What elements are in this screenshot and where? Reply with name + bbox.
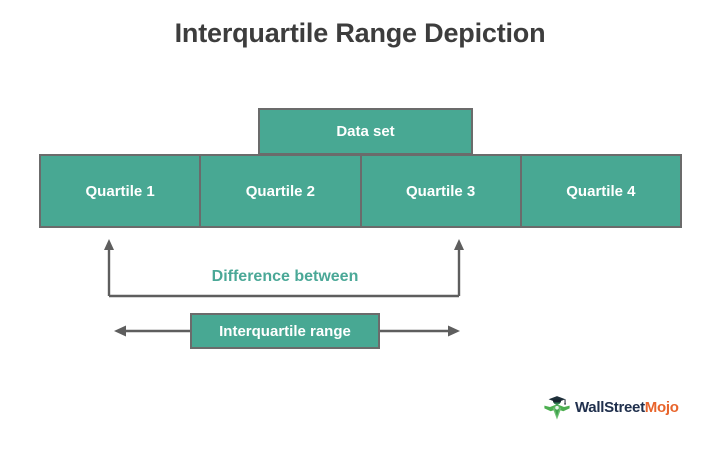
logo-brand-second: Mojo	[644, 398, 679, 416]
wallstreetmojo-logo: WallStreetMojo	[543, 393, 679, 421]
bracket-arrowhead-left-icon	[104, 239, 114, 250]
quartile-4-box: Quartile 4	[519, 154, 682, 228]
bracket-arrowhead-right-icon	[454, 239, 464, 250]
arrow-left-icon	[114, 325, 192, 337]
difference-bracket	[100, 236, 470, 300]
iqr-arrow-right	[378, 320, 460, 342]
data-set-box: Data set	[258, 108, 473, 155]
logo-wordmark: WallStreetMojo	[575, 399, 679, 416]
arrow-right-icon	[380, 325, 460, 337]
page-title: Interquartile Range Depiction	[174, 18, 546, 48]
difference-between-label: Difference between	[211, 268, 359, 285]
quartile-3-box: Quartile 3	[359, 154, 522, 228]
quartile-2-box: Quartile 2	[199, 154, 362, 228]
bracket-arrows-icon	[104, 239, 464, 298]
quartile-1-box: Quartile 1	[39, 154, 202, 228]
logo-brand-first: WallStreet	[575, 398, 645, 416]
quartile-row: Quartile 1 Quartile 2 Quartile 3 Quartil…	[39, 154, 682, 228]
iqr-arrow-left	[114, 320, 194, 342]
interquartile-range-box: Interquartile range	[190, 313, 380, 349]
graduation-cap-figure-icon	[544, 396, 570, 420]
